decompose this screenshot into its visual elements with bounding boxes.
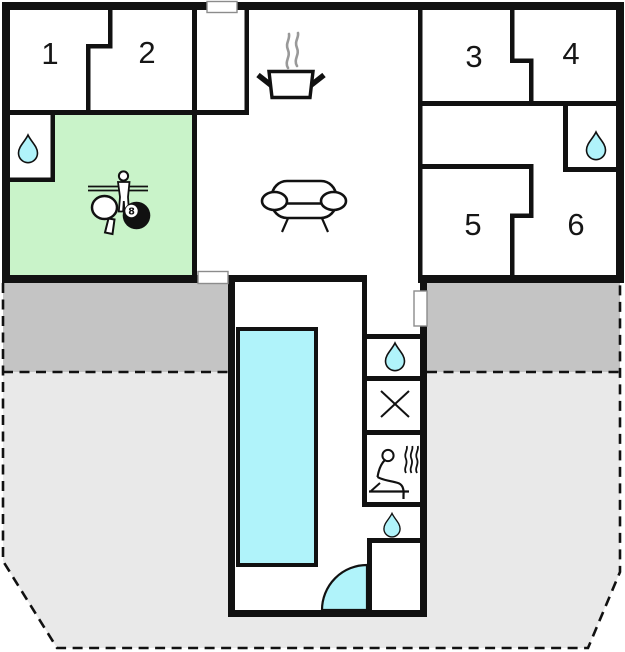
wall [529,164,534,218]
wall [2,2,10,283]
wall [362,376,422,381]
wall [367,538,372,612]
room-1-label: 1 [41,36,58,71]
wall [510,213,515,275]
wall [86,44,113,49]
foosball-player-icon [88,170,148,213]
plot-boundary [1,283,622,650]
room-4-label: 4 [562,36,579,71]
wall [192,8,197,277]
game-room-floor [10,110,192,277]
room-3-label: 3 [465,39,482,74]
water-drop-icon [17,133,39,164]
wall [362,430,422,435]
wall [418,275,624,283]
outer-walls [2,2,624,617]
wall [228,610,427,617]
billiards-ball-number: 8 [128,207,135,218]
wall [86,44,91,112]
wall [367,538,422,543]
door-markers [197,0,428,327]
wall [192,110,249,115]
game-room-icons: 8 [88,170,151,236]
wall [228,275,367,282]
wall [50,110,55,182]
room-2-label: 2 [138,35,155,70]
wall [510,213,534,218]
water-drop-icon [383,511,401,538]
wall [418,8,423,275]
wall [420,275,427,617]
wall [2,2,624,10]
wall [418,164,533,169]
wall [362,277,367,507]
wall [563,167,624,172]
kitchen-icons [256,31,326,100]
wall [108,8,113,48]
sofa-icon [260,179,348,233]
wall [563,101,568,172]
door-window-marker [197,270,229,285]
door-swing-icon [320,563,369,612]
table-tennis-paddle-icon [90,194,119,236]
x-mark-icon [380,390,410,418]
door-window-marker [413,290,428,327]
water-drop-icon [585,130,607,161]
wall [510,58,534,63]
terrace-right [427,283,620,372]
room-5-label: 5 [464,207,481,242]
pool-house-interior-walls [362,277,422,612]
wall [616,2,624,283]
plot-boundary-outline [1,283,622,650]
steam-icon [285,31,300,70]
swimming-pool [236,327,318,567]
wall [529,58,534,106]
billiards-8ball-icon: 8 [122,201,151,230]
room-labels: 1 2 3 4 5 6 [41,35,584,242]
terrace-left [3,283,228,372]
interior-walls [8,8,624,277]
cooking-pot-icon [256,69,326,100]
room-6-label: 6 [567,207,584,242]
wall [2,275,230,283]
water-drop-icon [384,341,406,372]
wall [362,502,422,507]
wall [510,8,515,63]
water-drop-icons [17,130,607,538]
wall [228,275,235,617]
wall [8,110,194,115]
wall [8,177,55,182]
wall [418,101,624,106]
sauna-icon [369,445,419,499]
door-window-marker [206,0,238,14]
wall [362,334,422,339]
wall [244,8,249,114]
